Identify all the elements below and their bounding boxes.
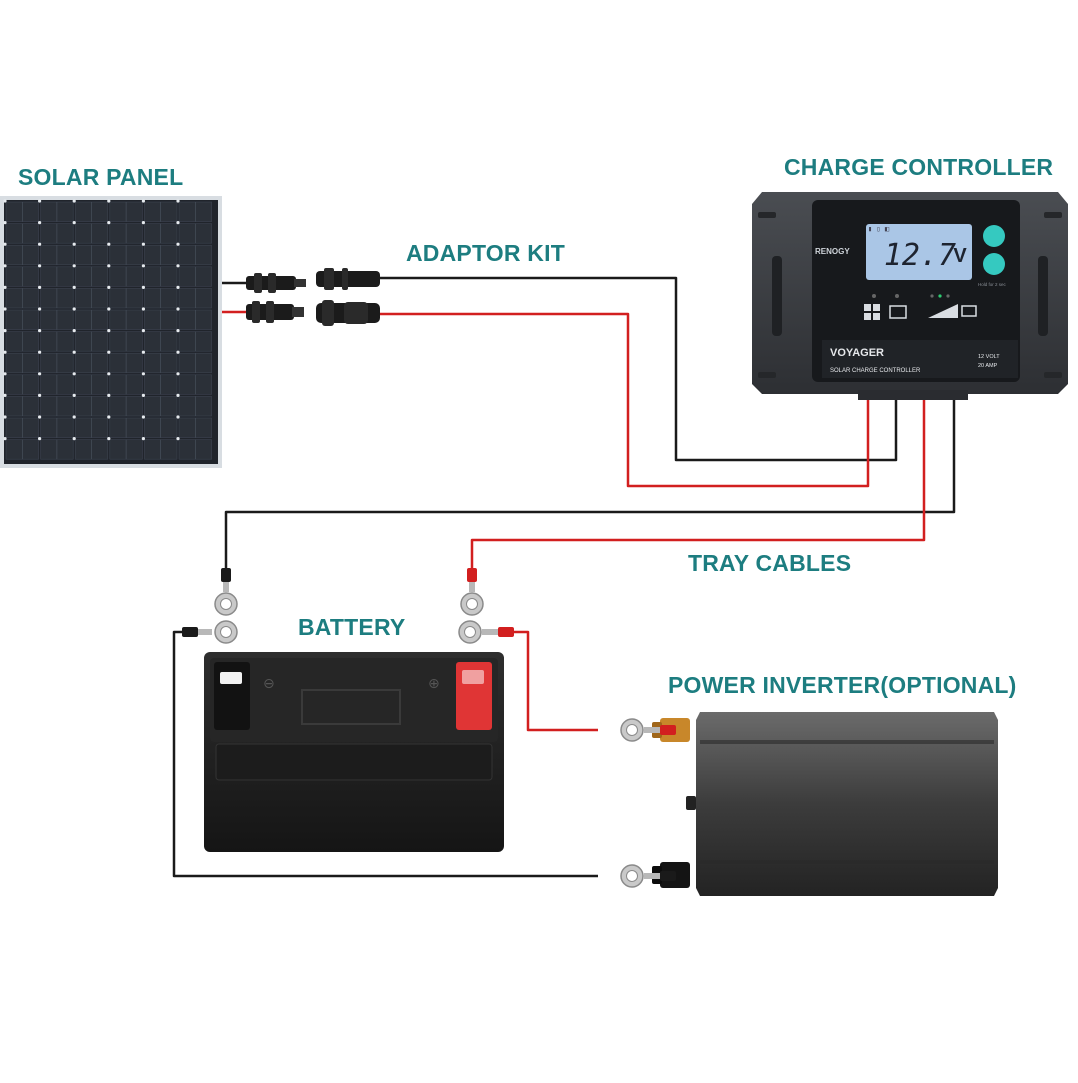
mc4-connector-icon [316,268,380,290]
lcd-screen [866,224,972,280]
ring-terminal-icon [620,864,676,888]
ring-terminals [182,568,676,888]
solar-panel [0,196,222,468]
battery-negative-terminal [220,672,242,684]
inverter-switch[interactable] [686,796,696,810]
label-solar-panel: SOLAR PANEL [18,164,184,190]
controller-subtitle: SOLAR CHARGE CONTROLLER [830,368,921,374]
label-battery: BATTERY [298,614,406,640]
panel-status-icon [864,294,880,320]
controller-rating-amp: 20 AMP [978,363,998,369]
battery-label-plate [301,689,401,725]
charge-controller: ▮ ▯ ◧ 12.7 V RENOGY Hold for 2 sec [752,192,1068,400]
model-plate [822,340,1018,378]
battery-top [210,658,498,742]
battery-handle [215,743,493,781]
charge-level-icon [928,294,977,318]
label-power-inverter: POWER INVERTER(OPTIONAL) [668,672,1017,698]
label-tray-cables: TRAY CABLES [688,550,852,576]
lcd-indicator-text: ▮ ▯ ◧ [868,225,889,233]
solar-cell-icon [3,199,212,460]
label-charge-controller: CHARGE CONTROLLER [784,154,1054,180]
mc4-connector-icon [246,301,304,323]
lcd-unit: V [953,245,967,267]
ring-terminal-icon [214,568,238,616]
controller-button-down[interactable] [983,253,1005,275]
inverter-negative-wire [172,630,598,878]
inverter-body [696,712,998,896]
pv-positive-wire-to-controller [380,312,870,488]
pv-negative-wire-to-controller [378,276,898,462]
power-inverter [652,712,998,896]
ring-terminal-icon [458,620,514,644]
battery-status-icon [889,294,907,319]
ring-terminal-icon [182,620,238,644]
adaptor-kit [246,268,380,326]
inverter-positive-wire [510,630,598,732]
plus-symbol-icon: ⊕ [428,676,440,692]
controller-rating-volt: 12 VOLT [978,354,1000,360]
controller-brand: RENOGY [815,247,850,256]
label-adaptor-kit: ADAPTOR KIT [406,240,565,266]
wires [172,276,956,878]
mc4-connector-icon [316,300,380,326]
mc4-connector-icon [246,273,306,293]
battery-positive-terminal [462,670,484,684]
battery: ⊖ ⊕ [204,652,504,852]
button-hint: Hold for 2 sec [978,282,1007,287]
ring-terminal-icon [620,718,676,742]
controller-fins [758,212,1062,378]
controller-button-up[interactable] [983,225,1005,247]
lcd-value: 12.7 [884,238,956,273]
ring-terminal-icon [460,568,484,616]
controller-model: VOYAGER [830,347,884,359]
minus-symbol-icon: ⊖ [263,676,275,692]
tray-cable-positive [470,398,926,568]
tray-cable-negative [224,398,956,568]
controller-terminals [858,390,968,400]
